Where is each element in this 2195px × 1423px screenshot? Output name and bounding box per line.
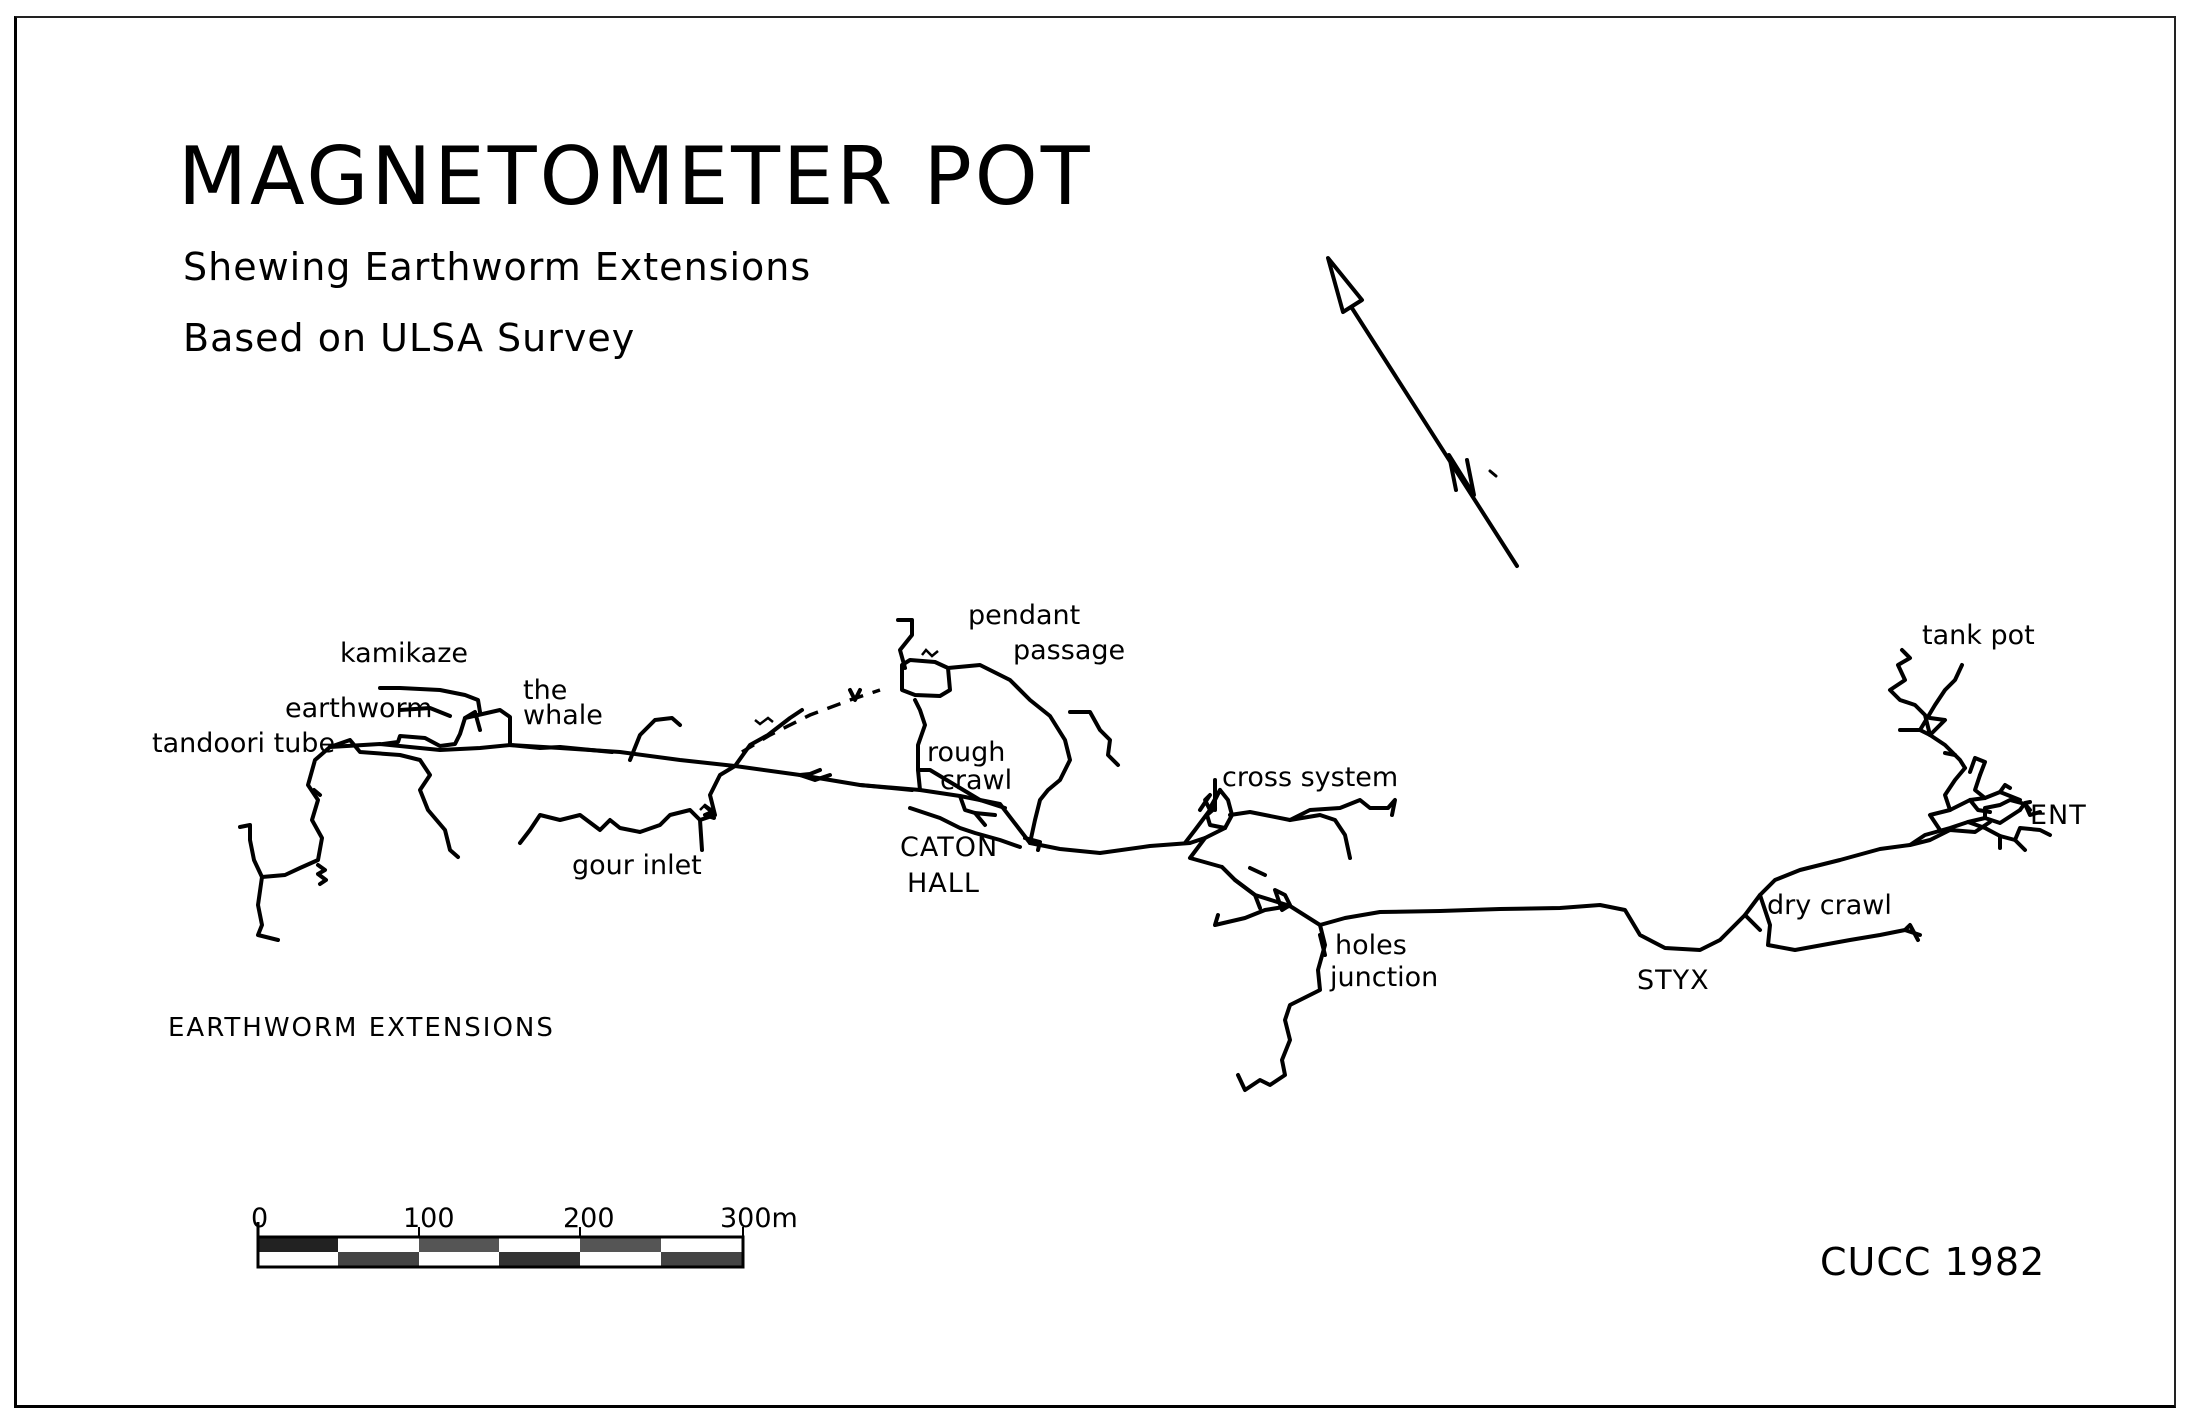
legend-earthworm-extensions: EARTHWORM EXTENSIONS [168,1013,555,1043]
map-source-note: Based on ULSA Survey [183,316,636,360]
label-dry-crawl: dry crawl [1767,890,1892,921]
label-crawl: crawl [940,765,1013,796]
label-holes: holes [1335,930,1407,961]
north-label: N [1452,450,1454,452]
label-rough: rough [927,737,1006,768]
scale-bar [256,1222,745,1269]
label-passage: passage [1013,635,1126,666]
credit-cucc: CUCC 1982 [1820,1240,2046,1284]
label-pendant: pendant [968,600,1081,631]
map-title: MAGNETOMETER POT [178,130,1093,223]
label-tandoori-tube: tandoori tube [152,728,336,759]
main-passage [328,742,2022,952]
scale-tick-300m: 300m [720,1203,798,1234]
label-styx: STYX [1637,965,1710,996]
label-earthworm: earthworm [285,693,433,724]
label-cross-system: cross system [1222,762,1399,793]
scale-tick-0: 0 [251,1203,269,1234]
label-caton: CATON [900,832,999,863]
scale-tick-100: 100 [403,1203,455,1234]
label-gour-inlet: gour inlet [572,850,702,881]
scale-tick-200: 200 [563,1203,615,1234]
map-subtitle: Shewing Earthworm Extensions [183,245,812,289]
label-tank-pot: tank pot [1922,620,2035,651]
label-kamikaze: kamikaze [340,638,468,669]
label-ent: ENT [2030,800,2087,831]
north-arrow [1326,256,1519,568]
label-whale: whale [523,700,603,731]
label-hall: HALL [907,868,980,899]
label-junction: junction [1330,962,1439,993]
label-the: the [523,675,568,706]
map-frame [14,16,2176,1408]
